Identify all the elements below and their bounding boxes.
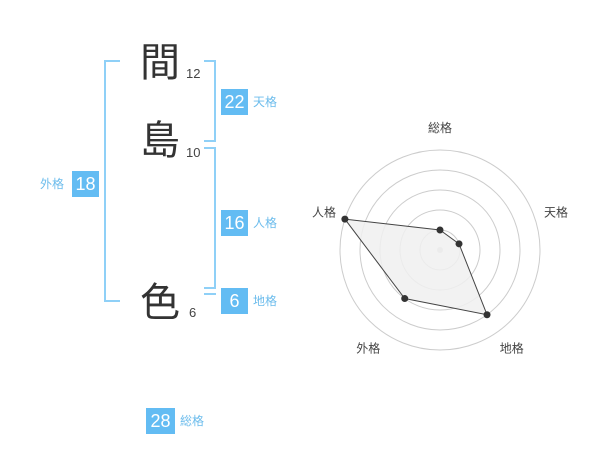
jinkaku-bracket [204,147,216,289]
soukaku-value: 28 [146,408,175,434]
radar-point-3 [483,311,491,319]
surname-char-1-strokes: 12 [186,66,201,81]
radar-series-shape [343,218,488,316]
jinkaku-label: 人格 [253,216,278,230]
tenkaku-label: 天格 [253,95,278,109]
radar-point-4 [401,295,409,303]
radar-point-1 [436,226,444,234]
tenkaku-bracket [204,60,216,142]
surname-char-2: 島 [140,118,180,164]
tenkaku-value: 22 [221,89,248,115]
soukaku-label: 総格 [180,414,205,428]
surname-char-2-strokes: 10 [186,145,201,160]
radar-point-5 [341,215,349,223]
gaikaku-bracket [104,60,120,302]
chikaku-value: 6 [221,288,248,314]
radar-ring [339,149,541,351]
radar-point-2 [455,240,463,248]
gaikaku-value: 18 [72,171,99,197]
radar-axis-label-1: 総格 [428,120,452,135]
surname-char-1: 間 [140,40,180,86]
radar-axis-label-3: 地格 [500,341,524,356]
given-char-1: 色 [140,280,180,326]
radar-axis-label-4: 外格 [356,341,380,356]
chikaku-bracket [204,293,216,295]
radar-axis-label-5: 人格 [312,204,336,219]
radar-ring [359,169,521,331]
given-char-1-strokes: 6 [189,305,197,320]
radar-axis-label-2: 天格 [544,204,568,219]
gaikaku-label: 外格 [40,177,65,191]
jinkaku-value: 16 [221,210,248,236]
chikaku-label: 地格 [253,294,278,308]
